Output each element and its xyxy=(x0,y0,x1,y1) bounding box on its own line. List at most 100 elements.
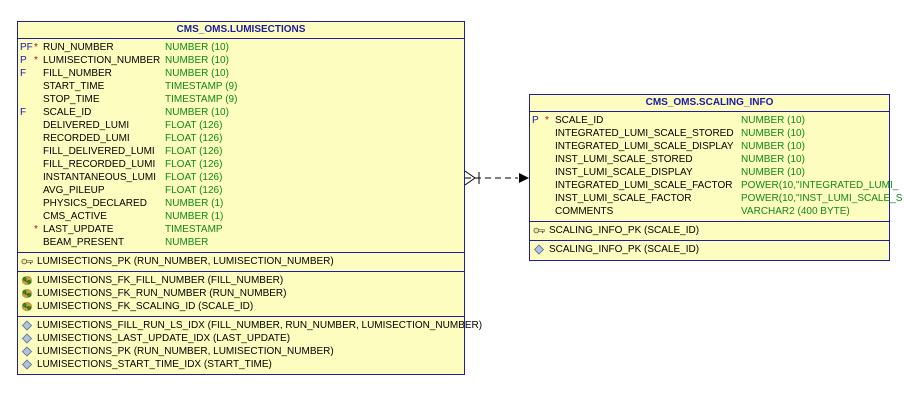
column-required-marker: * xyxy=(34,42,38,53)
column-name: INST_LUMI_SCALE_STORED xyxy=(555,154,693,165)
constraint-label: LUMISECTIONS_FK_RUN_NUMBER (RUN_NUMBER) xyxy=(37,288,287,299)
column-type: FLOAT (126) xyxy=(165,133,223,144)
crowfoot-lower xyxy=(464,177,476,186)
column-name: CMS_ACTIVE xyxy=(43,211,107,222)
constraint-label: LUMISECTIONS_START_TIME_IDX (START_TIME) xyxy=(37,359,272,370)
column-type: NUMBER (10) xyxy=(741,141,805,152)
column-name: INTEGRATED_LUMI_SCALE_DISPLAY xyxy=(555,141,734,152)
index-diamond-icon xyxy=(533,244,545,255)
column-key-marker: F xyxy=(20,68,27,79)
index-diamond-icon xyxy=(21,359,33,370)
foreign-key-row[interactable]: LUMISECTIONS_FK_SCALING_ID (SCALE_ID) xyxy=(18,300,464,313)
primary-key-row[interactable]: LUMISECTIONS_PK (RUN_NUMBER, LUMISECTION… xyxy=(18,255,464,268)
arrowhead-icon xyxy=(519,173,529,183)
index-row[interactable]: LUMISECTIONS_START_TIME_IDX (START_TIME) xyxy=(18,358,464,371)
table-row[interactable]: F FILL_NUMBER NUMBER (10) xyxy=(18,67,464,80)
table-row[interactable]: INST_LUMI_SCALE_STORED NUMBER (10) xyxy=(530,153,889,166)
column-type: NUMBER (10) xyxy=(165,68,229,79)
column-type: TIMESTAMP (9) xyxy=(165,81,238,92)
foreign-key-icon xyxy=(21,275,33,286)
foreign-key-row[interactable]: LUMISECTIONS_FK_RUN_NUMBER (RUN_NUMBER) xyxy=(18,287,464,300)
column-name: RECORDED_LUMI xyxy=(43,133,130,144)
table-title: CMS_OMS.LUMISECTIONS xyxy=(18,22,464,39)
table-row[interactable]: INTEGRATED_LUMI_SCALE_DISPLAY NUMBER (10) xyxy=(530,140,889,153)
column-type: NUMBER (10) xyxy=(741,154,805,165)
column-name: INTEGRATED_LUMI_SCALE_FACTOR xyxy=(555,180,733,191)
index-row[interactable]: LUMISECTIONS_FILL_RUN_LS_IDX (FILL_NUMBE… xyxy=(18,319,482,332)
constraint-label: SCALING_INFO_PK (SCALE_ID) xyxy=(549,244,700,255)
table-row[interactable]: STOP_TIME TIMESTAMP (9) xyxy=(18,93,464,106)
column-required-marker: * xyxy=(34,224,38,235)
table-row[interactable]: FILL_RECORDED_LUMI FLOAT (126) xyxy=(18,158,464,171)
column-name: COMMENTS xyxy=(555,206,614,217)
foreign-key-list: LUMISECTIONS_FK_FILL_NUMBER (FILL_NUMBER… xyxy=(18,271,464,316)
column-type: NUMBER (10) xyxy=(165,107,229,118)
foreign-key-row[interactable]: LUMISECTIONS_FK_FILL_NUMBER (FILL_NUMBER… xyxy=(18,274,464,287)
index-row[interactable]: SCALING_INFO_PK (SCALE_ID) xyxy=(530,243,889,256)
foreign-key-icon xyxy=(21,288,33,299)
column-type: NUMBER (10) xyxy=(741,128,805,139)
column-key-marker: F xyxy=(20,107,27,118)
column-name: FILL_DELIVERED_LUMI xyxy=(43,146,155,157)
primary-key-row[interactable]: SCALING_INFO_PK (SCALE_ID) xyxy=(530,224,889,237)
index-row[interactable]: LUMISECTIONS_LAST_UPDATE_IDX (LAST_UPDAT… xyxy=(18,332,464,345)
column-type: POWER(10,"INTEGRATED_LUMI_ xyxy=(741,180,899,191)
index-list: LUMISECTIONS_FILL_RUN_LS_IDX (FILL_NUMBE… xyxy=(18,316,482,374)
index-list: SCALING_INFO_PK (SCALE_ID) xyxy=(530,240,889,259)
column-key-marker: PF xyxy=(20,42,33,53)
column-name: RUN_NUMBER xyxy=(43,42,114,53)
column-name: PHYSICS_DECLARED xyxy=(43,198,147,209)
index-diamond-icon xyxy=(21,346,33,357)
column-name: START_TIME xyxy=(43,81,105,92)
index-row[interactable]: LUMISECTIONS_PK (RUN_NUMBER, LUMISECTION… xyxy=(18,345,464,358)
column-type: NUMBER (10) xyxy=(165,55,229,66)
column-type: NUMBER (10) xyxy=(741,115,805,126)
table-title: CMS_OMS.SCALING_INFO xyxy=(530,95,889,112)
column-type: TIMESTAMP (9) xyxy=(165,94,238,105)
column-type: POWER(10,"INST_LUMI_SCALE_S xyxy=(741,193,903,204)
primary-key-list: LUMISECTIONS_PK (RUN_NUMBER, LUMISECTION… xyxy=(18,252,464,271)
column-key-marker: P xyxy=(20,55,27,66)
table-row[interactable]: INTEGRATED_LUMI_SCALE_FACTOR POWER(10,"IN… xyxy=(530,179,898,192)
column-name: INSTANTANEOUS_LUMI xyxy=(43,172,156,183)
column-required-marker: * xyxy=(545,115,549,126)
constraint-label: LUMISECTIONS_FILL_RUN_LS_IDX (FILL_NUMBE… xyxy=(37,320,483,331)
index-diamond-icon xyxy=(21,333,33,344)
table-row[interactable]: RECORDED_LUMI FLOAT (126) xyxy=(18,132,464,145)
column-name: FILL_RECORDED_LUMI xyxy=(43,159,156,170)
column-name: FILL_NUMBER xyxy=(43,68,112,79)
column-type: NUMBER xyxy=(165,237,209,248)
crowfoot-upper xyxy=(464,170,476,179)
column-name: STOP_TIME xyxy=(43,94,100,105)
table-row[interactable]: START_TIME TIMESTAMP (9) xyxy=(18,80,464,93)
constraint-label: SCALING_INFO_PK (SCALE_ID) xyxy=(549,225,700,236)
relationship-connector[interactable] xyxy=(462,168,534,188)
constraint-label: LUMISECTIONS_PK (RUN_NUMBER, LUMISECTION… xyxy=(37,256,334,267)
column-name: DELIVERED_LUMI xyxy=(43,120,130,131)
table-row[interactable]: PF* RUN_NUMBER NUMBER (10) xyxy=(18,41,464,54)
column-key-marker: P xyxy=(532,115,539,126)
column-type: FLOAT (126) xyxy=(165,159,223,170)
column-name: INTEGRATED_LUMI_SCALE_STORED xyxy=(555,128,734,139)
column-type: NUMBER (10) xyxy=(165,42,229,53)
table-row[interactable]: INTEGRATED_LUMI_SCALE_STORED NUMBER (10) xyxy=(530,127,889,140)
foreign-key-icon xyxy=(21,301,33,312)
